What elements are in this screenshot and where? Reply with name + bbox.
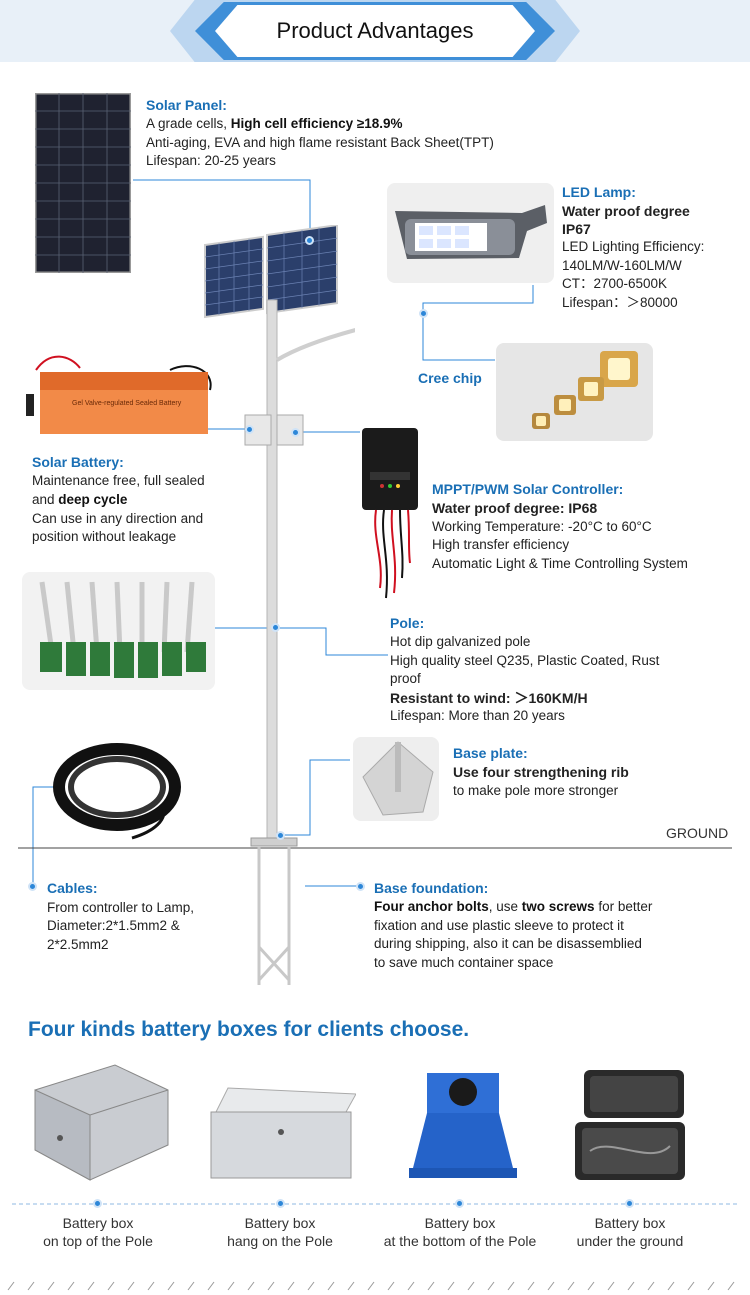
cables-label: Cables: [47, 880, 98, 896]
solar-panel-line1: A grade cells, High cell efficiency ≥18.… [146, 116, 403, 131]
solar-panel-label: Solar Panel: [146, 97, 227, 113]
led-lamp-line4: 140LM/W-160LM/W [562, 258, 682, 273]
base-plate-label: Base plate: [453, 745, 528, 761]
foundation-line1: Four anchor bolts, use two screws for be… [374, 899, 653, 914]
pole-line2: High quality steel Q235, Plastic Coated,… [390, 653, 660, 668]
led-lamp-line5: CT：2700-6500K [562, 276, 668, 291]
pole-line5: Lifespan: More than 20 years [390, 708, 565, 723]
poles-photo [22, 572, 215, 690]
base-plate-photo [353, 737, 439, 821]
cables-line1: From controller to Lamp, [47, 900, 195, 915]
lamp-dot [419, 309, 428, 318]
foundation-label: Base foundation: [374, 880, 489, 896]
solar-panel-left [204, 235, 264, 319]
cree-chip-photo [496, 343, 653, 441]
cree-chip-label: Cree chip [418, 370, 482, 386]
battery-boxes-title: Four kinds battery boxes for clients cho… [28, 1018, 470, 1041]
controller-line2: Working Temperature: -20°C to 60°C [432, 519, 652, 534]
street-light-illustration [204, 225, 355, 985]
led-lamp-line3: LED Lighting Efficiency: [562, 239, 705, 254]
solar-panel-line2: Anti-aging, EVA and high flame resistant… [146, 135, 494, 150]
cables-dot [28, 882, 37, 891]
led-lamp-label: LED Lamp: [562, 184, 636, 200]
battery-line2: and deep cycle [32, 492, 128, 507]
base-plate-line2: to make pole more stronger [453, 783, 619, 798]
controller-dot [291, 428, 300, 437]
box-dot-3 [455, 1199, 464, 1208]
battery-box-bottom-photo [409, 1073, 517, 1178]
battery-dot [245, 425, 254, 434]
foundation-line4: to save much container space [374, 955, 554, 970]
cables-photo [53, 743, 181, 840]
box-dot-2 [276, 1199, 285, 1208]
foundation-dot [356, 882, 365, 891]
led-lamp-line2: IP67 [562, 221, 591, 237]
led-lamp-line1: Water proof degree [562, 203, 690, 219]
page-title: Product Advantages [276, 18, 474, 43]
base-plate-line1: Use four strengthening rib [453, 764, 629, 780]
pole-dot [271, 623, 280, 632]
controller-label: MPPT/PWM Solar Controller: [432, 481, 624, 497]
battery-box-underground-photo [575, 1070, 685, 1180]
led-lamp-photo [387, 183, 554, 283]
battery-line3: Can use in any direction and [32, 511, 204, 526]
solar-panel-dot [305, 236, 314, 245]
solar-panel-photo [35, 93, 131, 273]
battery-line1: Maintenance free, full sealed [32, 473, 205, 488]
battery-box-top-photo [34, 1064, 169, 1181]
battery-photo: Gel Valve-regulated Sealed Battery [20, 350, 220, 440]
battery-case-text: Gel Valve-regulated Sealed Battery [72, 400, 182, 407]
pole-line3: proof [390, 671, 421, 686]
battery-box-hang-photo [210, 1087, 356, 1179]
led-lamp-line6: Lifespan：＞80000 [562, 295, 678, 310]
solar-panel-right [266, 225, 338, 315]
controller-photo [362, 428, 418, 599]
pole-line4: Resistant to wind: ＞160KM/H [390, 690, 588, 706]
box-dot-1 [93, 1199, 102, 1208]
solar-battery-label: Solar Battery: [32, 454, 124, 470]
controller-line3: High transfer efficiency [432, 537, 570, 552]
controller-line4: Automatic Light & Time Controlling Syste… [432, 556, 688, 571]
pole-line1: Hot dip galvanized pole [390, 634, 531, 649]
pole-label: Pole: [390, 615, 425, 631]
header-title-plate [215, 5, 535, 57]
battery-line4: position without leakage [32, 529, 177, 544]
solar-panel-line3: Lifespan: 20-25 years [146, 153, 276, 168]
base-plate-dot [276, 831, 285, 840]
box-dot-4 [625, 1199, 634, 1208]
cables-line2: Diameter:2*1.5mm2 & [47, 918, 180, 933]
foundation-line2: fixation and use plastic sleeve to prote… [374, 918, 624, 933]
cables-line3: 2*2.5mm2 [47, 937, 109, 952]
controller-line1: Water proof degree: IP68 [432, 500, 598, 516]
foundation-line3: during shipping, also it can be disassem… [374, 936, 642, 951]
ground-label: GROUND [666, 825, 729, 841]
